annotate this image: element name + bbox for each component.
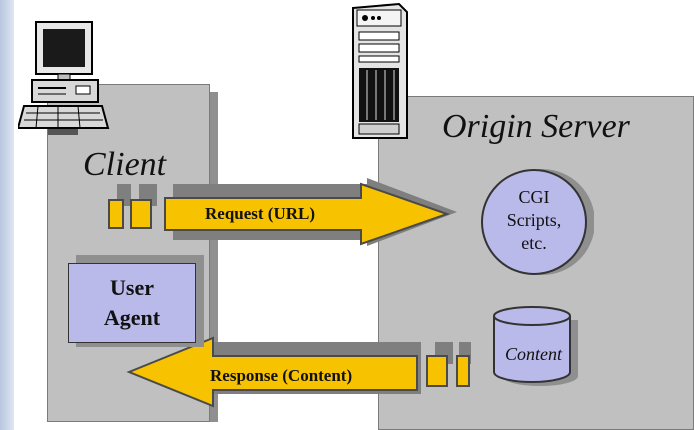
user-agent-line2: Agent bbox=[103, 305, 161, 330]
server-title: Origin Server bbox=[442, 108, 630, 145]
cgi-line3: etc. bbox=[521, 233, 547, 253]
cgi-line2: Scripts, bbox=[506, 210, 562, 230]
user-agent-box: User Agent bbox=[68, 263, 196, 343]
request-label: Request (URL) bbox=[205, 204, 316, 223]
left-edge-strip bbox=[0, 0, 14, 430]
user-agent-line1: User bbox=[110, 275, 154, 300]
cgi-text: CGI Scripts, etc. bbox=[494, 186, 574, 255]
server-tower-icon bbox=[352, 2, 408, 139]
content-cylinder bbox=[493, 306, 578, 386]
cgi-line1: CGI bbox=[518, 187, 550, 207]
cgi-circle bbox=[481, 169, 594, 275]
request-arrow bbox=[108, 178, 457, 246]
response-arrow bbox=[126, 336, 471, 408]
computer-icon bbox=[18, 21, 110, 135]
client-title: Client bbox=[83, 146, 167, 183]
response-label: Response (Content) bbox=[210, 366, 353, 385]
content-label: Content bbox=[505, 344, 562, 364]
